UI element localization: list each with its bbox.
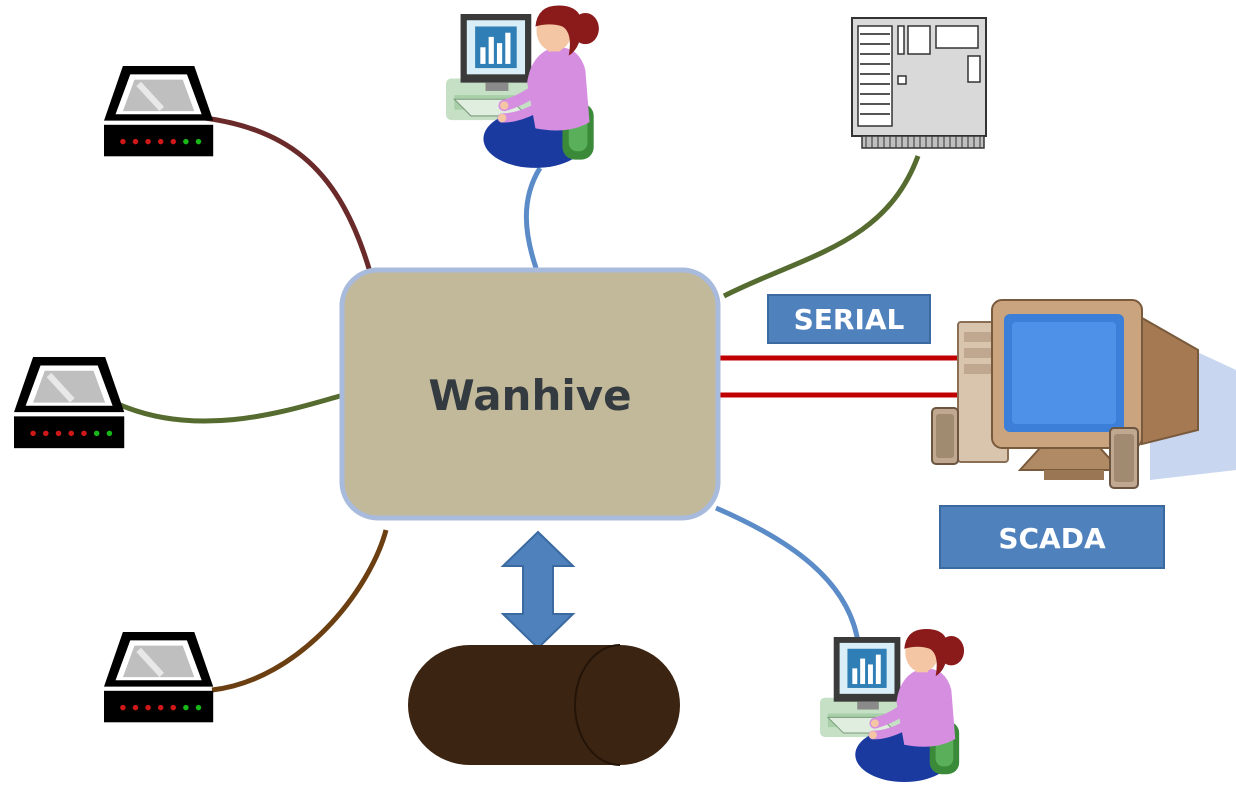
- link-workstation-top: [523, 166, 543, 269]
- server-board-icon: [851, 17, 987, 149]
- link-server: [722, 155, 921, 299]
- modem-icon: [104, 632, 213, 722]
- workstation-user-icon: [446, 6, 599, 168]
- database-icon: [408, 644, 680, 766]
- link-modem-middle-left: [116, 393, 341, 424]
- link-workstation-bottom: [715, 505, 861, 643]
- serial-label: SERIAL: [794, 303, 905, 336]
- hub-label: Wanhive: [428, 371, 631, 420]
- bidirectional-arrow-icon: [500, 530, 576, 650]
- scada-tag: SCADA: [939, 505, 1165, 569]
- wanhive-hub: Wanhive: [339, 267, 721, 521]
- desktop-computer-icon: [931, 299, 1236, 489]
- workstation-user-icon: [820, 629, 964, 782]
- link-modem-bottom-left: [211, 529, 389, 693]
- modem-icon: [14, 357, 124, 448]
- scada-label: SCADA: [998, 522, 1106, 555]
- modem-icon: [104, 66, 213, 156]
- serial-tag: SERIAL: [767, 294, 931, 344]
- link-modem-top-left: [204, 115, 373, 273]
